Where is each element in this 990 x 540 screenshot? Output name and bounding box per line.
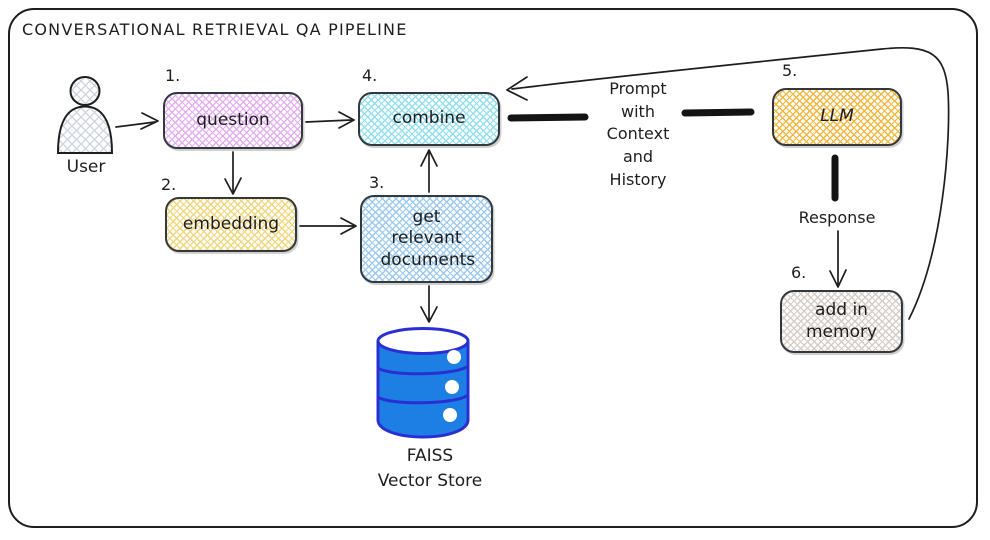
arrow-user-to-question [115, 112, 159, 130]
arrow-question-to-combine [305, 111, 355, 129]
node-question: question [163, 92, 303, 149]
faiss-type-label: Vector Store [377, 471, 483, 491]
arrow-docs-to-combine [420, 149, 438, 193]
prompt-with-context-label: Prompt with Context and History [606, 79, 670, 189]
node-add-in-memory: add in memory [780, 290, 903, 353]
step-number-2: 2. [161, 175, 177, 194]
node-question-label: question [196, 109, 270, 130]
response-label: Response [798, 208, 876, 227]
step-number-1: 1. [165, 66, 181, 85]
node-add-in-memory-label: add in memory [805, 300, 878, 342]
flow-prompt-to-llm [681, 108, 755, 117]
node-get-relevant-documents: get relevant documents [360, 195, 493, 283]
step-number-6: 6. [791, 263, 807, 282]
node-get-relevant-documents-label: get relevant documents [380, 207, 476, 270]
flow-combine-to-prompt [507, 113, 589, 122]
step-number-4: 4. [362, 66, 378, 85]
faiss-database-icon [376, 327, 470, 439]
step-number-3: 3. [369, 173, 385, 192]
node-embedding: embedding [165, 197, 297, 252]
arrow-memory-to-combine [506, 46, 950, 320]
arrow-question-to-embedding [224, 151, 242, 195]
arrow-docs-to-faiss [420, 285, 438, 323]
node-llm-label: LLM [820, 106, 854, 127]
arrow-embedding-to-docs [299, 217, 357, 235]
user-label: User [66, 157, 106, 177]
diagram-title: CONVERSATIONAL RETRIEVAL QA PIPELINE [22, 20, 408, 39]
arrow-response-to-memory [829, 230, 847, 288]
node-llm: LLM [772, 88, 902, 146]
user-icon [56, 76, 114, 154]
faiss-name-label: FAISS [406, 446, 454, 466]
node-combine: combine [358, 92, 500, 146]
node-combine-label: combine [392, 108, 466, 129]
node-embedding-label: embedding [182, 213, 280, 234]
step-number-5: 5. [782, 61, 798, 80]
